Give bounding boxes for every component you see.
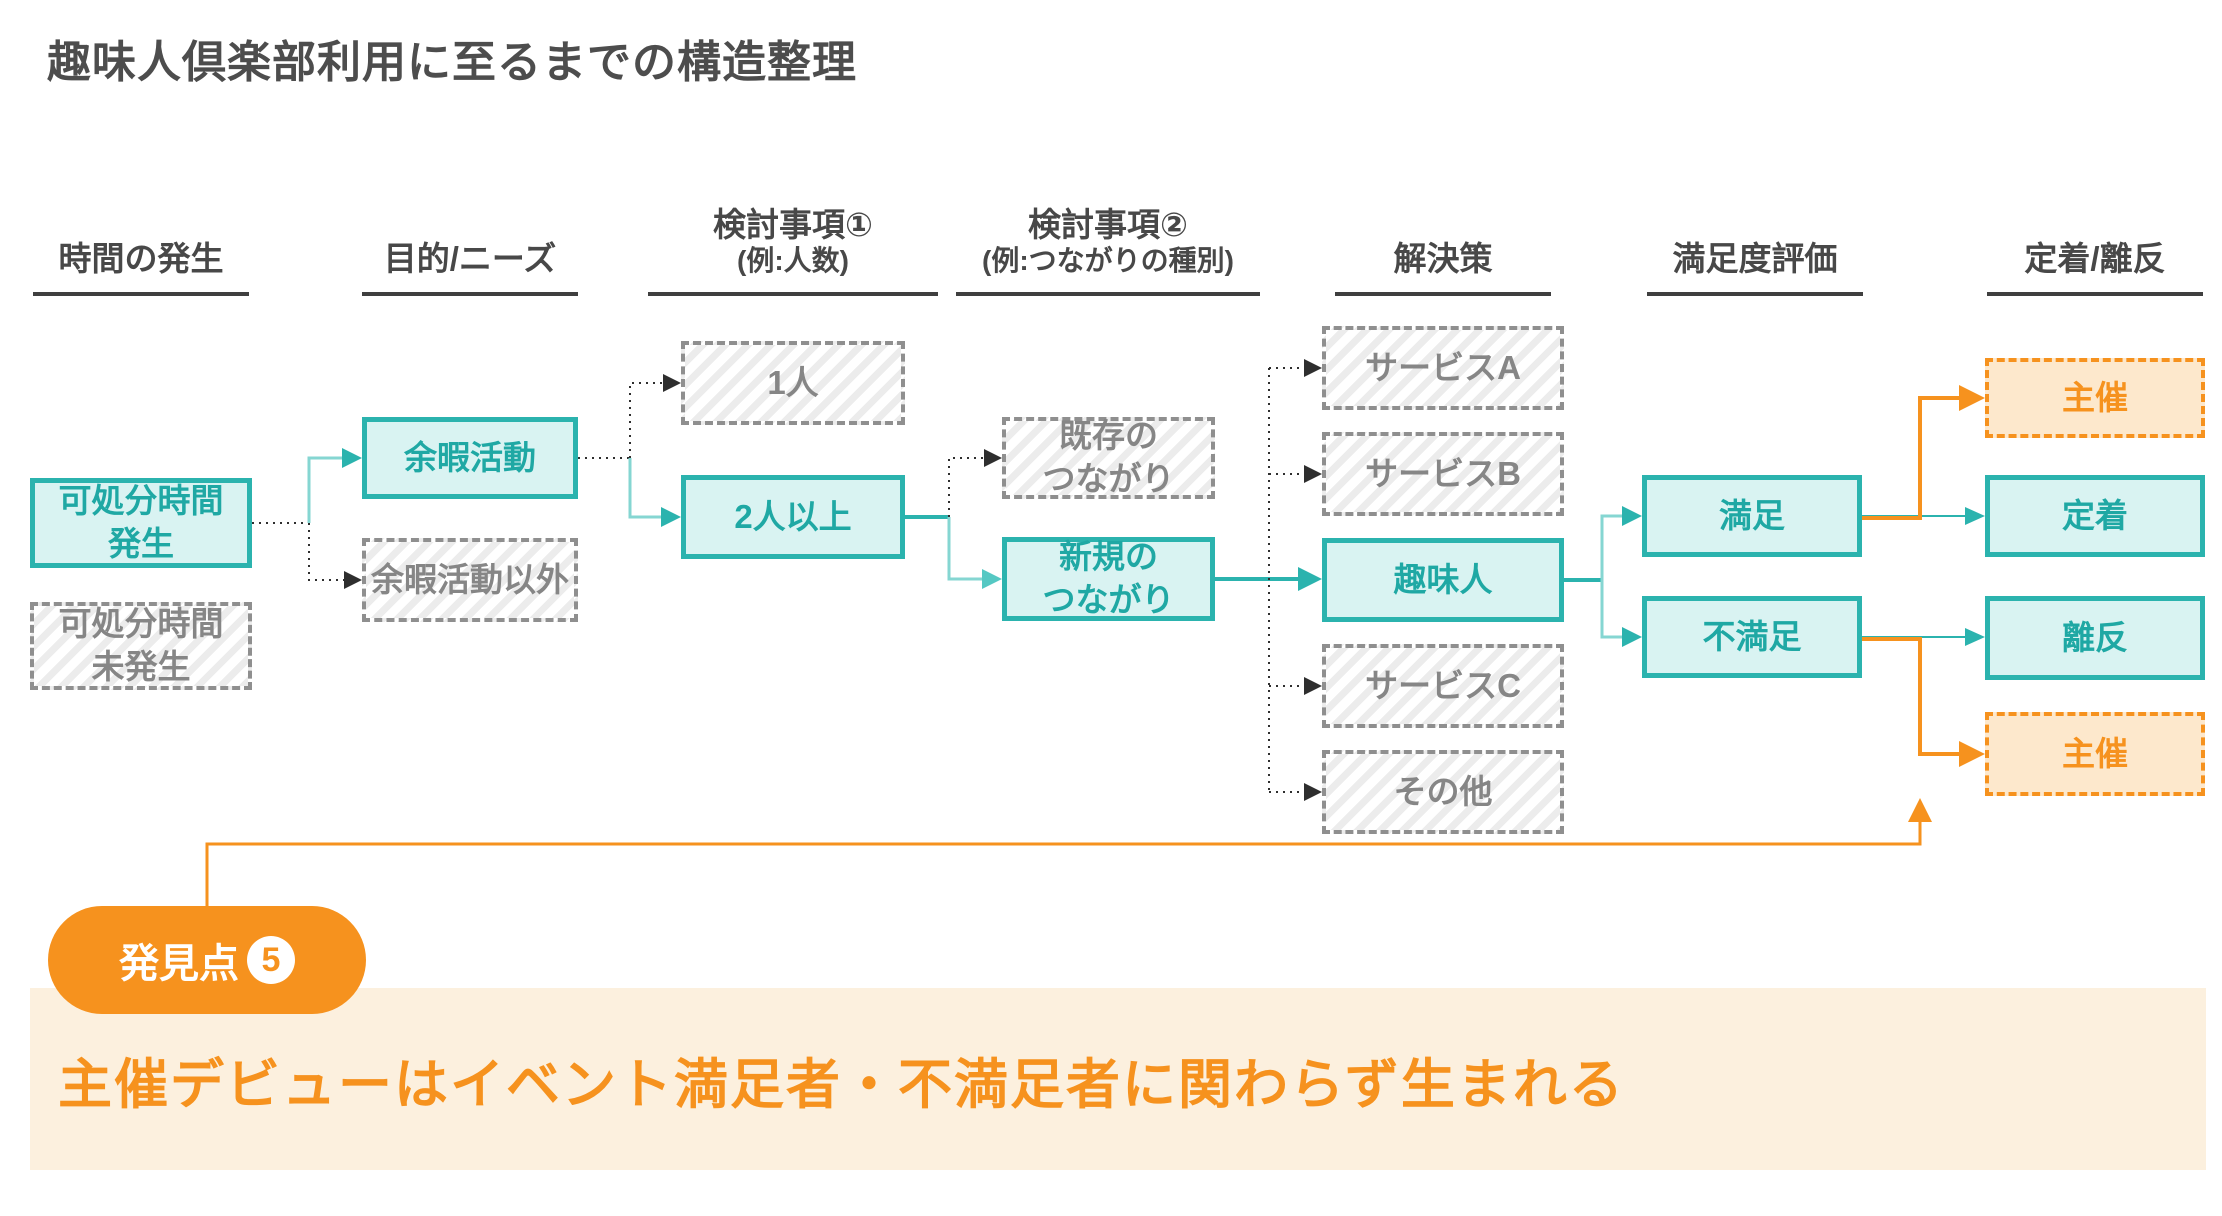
node-retention: 定着 xyxy=(1985,475,2205,557)
node-existing-connection: 既存の つながり xyxy=(1002,417,1215,499)
node-shumijin: 趣味人 xyxy=(1322,538,1564,622)
page-title: 趣味人倶楽部利用に至るまでの構造整理 xyxy=(47,38,857,87)
column-header-consideration1: 検討事項① (例:人数) xyxy=(648,206,938,296)
connector-feedback-loop xyxy=(205,818,1922,906)
column-header-sublabel: (例:人数) xyxy=(737,245,849,277)
arrow-to-service-c xyxy=(1304,677,1322,695)
column-header-label: 満足度評価 xyxy=(1672,240,1838,278)
arrow-to-other-service xyxy=(1304,783,1322,801)
column-header-sublabel: (例:つながりの種別) xyxy=(982,245,1234,277)
arrow-to-two-plus xyxy=(661,507,681,527)
node-leisure-other: 余暇活動以外 xyxy=(362,538,578,622)
insight-badge-number: 5 xyxy=(247,936,295,984)
node-service-b: サービスB xyxy=(1322,432,1564,516)
node-other-service: その他 xyxy=(1322,750,1564,834)
node-two-plus: 2人以上 xyxy=(681,475,905,559)
node-host-bottom: 主催 xyxy=(1985,712,2205,796)
arrow-to-existing xyxy=(984,449,1002,467)
column-header-label: 検討事項② xyxy=(1028,206,1188,244)
column-header-retention: 定着/離反 xyxy=(1987,240,2203,296)
insight-badge: 発見点 5 xyxy=(48,906,366,1014)
arrow-to-churn xyxy=(1965,628,1985,646)
arrow-feedback-to-host xyxy=(1908,798,1932,822)
insight-banner: 主催デビューはイベント満足者・不満足者に関わらず生まれる xyxy=(30,988,2206,1170)
column-header-label: 時間の発生 xyxy=(58,240,224,278)
arrow-to-satisfied xyxy=(1622,506,1642,526)
column-header-label: 目的/ニーズ xyxy=(383,240,557,278)
insight-message: 主催デビューはイベント満足者・不満足者に関わらず生まれる xyxy=(58,1054,1625,1115)
node-host-top: 主催 xyxy=(1985,358,2205,438)
column-header-label: 解決策 xyxy=(1393,240,1493,278)
arrow-to-shumijin xyxy=(1298,567,1322,591)
connector-to-two-plus xyxy=(628,458,663,519)
connector-to-leisure xyxy=(307,456,344,523)
arrow-to-leisure xyxy=(342,448,362,468)
node-disposable-time-no: 可処分時間 未発生 xyxy=(30,602,252,690)
arrow-to-unsatisfied xyxy=(1622,627,1642,647)
column-header-consideration2: 検討事項② (例:つながりの種別) xyxy=(956,206,1260,296)
connector-satisfied-to-host xyxy=(1862,396,1961,520)
node-leisure: 余暇活動 xyxy=(362,417,578,499)
arrow-to-service-b xyxy=(1304,465,1322,483)
connector-to-leisure-other xyxy=(308,523,344,581)
connector-unsatisfied-to-host xyxy=(1862,637,1961,756)
node-one-person: 1人 xyxy=(681,341,905,425)
column-header-label: 定着/離反 xyxy=(2024,240,2166,278)
connector-to-one-person xyxy=(629,382,663,458)
node-unsatisfied: 不満足 xyxy=(1642,596,1862,678)
column-header-label: 検討事項① xyxy=(713,206,873,244)
arrow-satisfied-to-host xyxy=(1959,385,1985,411)
node-satisfied: 満足 xyxy=(1642,475,1862,557)
node-churn: 離反 xyxy=(1985,596,2205,680)
node-disposable-time-yes: 可処分時間 発生 xyxy=(30,478,252,568)
node-new-connection: 新規の つながり xyxy=(1002,537,1215,621)
insight-badge-label: 発見点 xyxy=(119,942,239,986)
connector-to-existing xyxy=(948,457,984,517)
arrow-to-one-person xyxy=(663,374,681,392)
connector-to-new xyxy=(947,517,984,581)
arrow-to-retention xyxy=(1965,507,1985,525)
arrow-unsatisfied-to-host xyxy=(1959,741,1985,767)
node-service-a: サービスA xyxy=(1322,326,1564,410)
column-header-purpose: 目的/ニーズ xyxy=(362,240,578,296)
connector-to-satisfied xyxy=(1600,514,1624,580)
column-header-solution: 解決策 xyxy=(1335,240,1551,296)
connector-to-unsatisfied xyxy=(1600,580,1624,639)
column-header-satisfaction: 満足度評価 xyxy=(1647,240,1863,296)
arrow-to-service-a xyxy=(1304,359,1322,377)
arrow-to-new xyxy=(982,569,1002,589)
arrow-to-leisure-other xyxy=(344,571,362,589)
node-service-c: サービスC xyxy=(1322,644,1564,728)
column-header-time: 時間の発生 xyxy=(33,240,249,296)
